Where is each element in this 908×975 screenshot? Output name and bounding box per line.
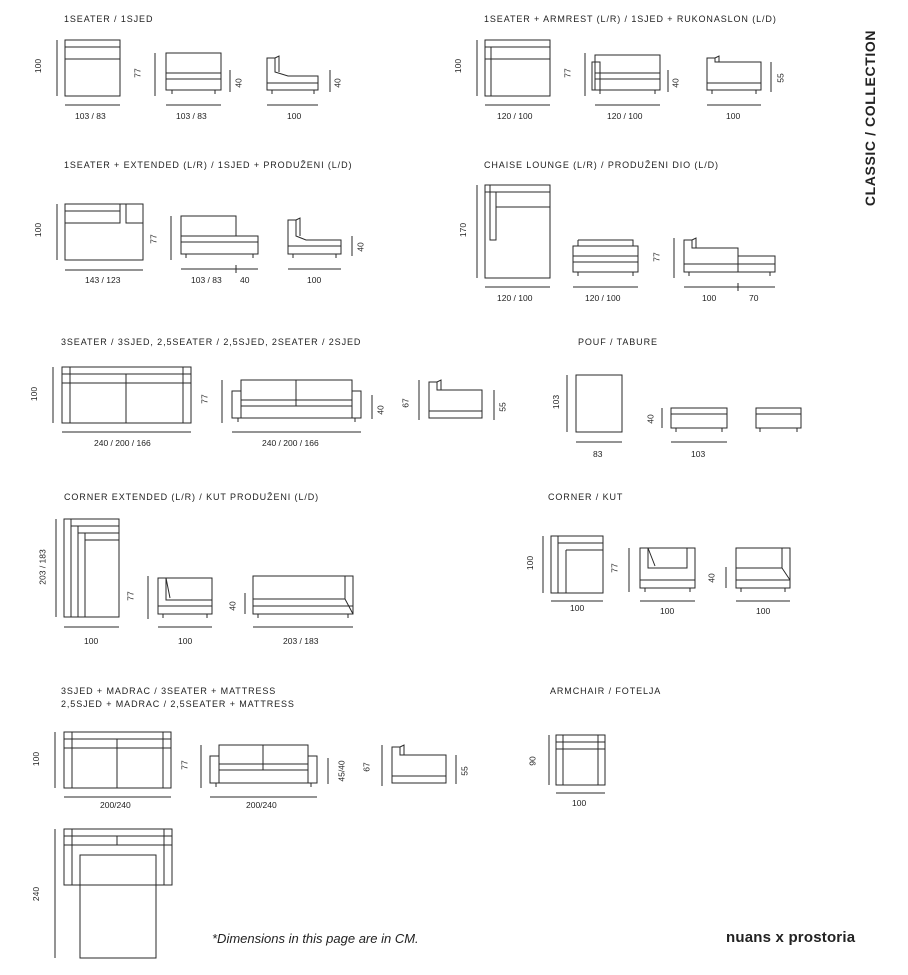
dim-label: 40 [332,78,343,88]
dim-label: 77 [132,68,143,78]
dim-label: 100 [702,293,717,303]
dim-label: 203 / 183 [37,549,48,585]
dim-label: 77 [179,760,190,770]
dim-label: 100 [307,275,322,285]
section-title-corner: CORNER / KUT [548,492,624,502]
dim-label: 120 / 100 [607,111,643,121]
section-title-chaise-lounge: CHAISE LOUNGE (L/R) / PRODUŽENI DIO (L/D… [484,160,719,170]
dim-label: 77 [609,563,620,573]
dim-label: 67 [400,398,411,408]
s6-drawings [566,374,802,443]
dim-label: 240 / 200 / 166 [262,438,319,448]
dim-label: 103 / 83 [191,275,222,285]
dim-label: 103 / 83 [75,111,106,121]
section-title-25seater-mattress: 2,5SJED + MADRAC / 2,5SEATER + MATTRESS [61,699,295,709]
dim-label: 55 [775,73,786,83]
s1-drawings [56,39,331,106]
section-title-1seater-extended: 1SEATER + EXTENDED (L/R) / 1SJED + PRODU… [64,160,353,170]
dim-label: 40 [670,78,681,88]
section-title-1seater: 1SEATER / 1SJED [64,14,154,24]
dim-label: 77 [562,68,573,78]
dimensions-note: *Dimensions in this page are in CM. [212,931,419,946]
dim-label: 203 / 183 [283,636,319,646]
dim-label: 120 / 100 [497,111,533,121]
dim-label: 100 [525,555,536,571]
dim-label: 100 [84,636,99,646]
section-title-1seater-armrest: 1SEATER + ARMREST (L/R) / 1SJED + RUKONA… [484,14,777,24]
dim-label: 200/240 [246,800,277,810]
dim-label: 103 [691,449,706,459]
dim-label: 200/240 [100,800,131,810]
dim-label: 100 [287,111,302,121]
dim-label: 240 [31,886,42,902]
s4-drawings [476,184,776,291]
dim-label: 100 [31,751,42,767]
section-title-3seater: 3SEATER / 3SJED, 2,5SEATER / 2,5SJED, 2S… [61,337,362,347]
dim-label: 120 / 100 [585,293,621,303]
s5-drawings [52,366,495,433]
dim-label: 77 [651,252,662,262]
brand-logo-text: nuans x prostoria [726,929,856,946]
dim-label: 100 [726,111,741,121]
dim-label: 70 [749,293,759,303]
section-title-pouf: POUF / TABURE [578,337,658,347]
s9-drawings [54,731,457,959]
dim-label: 120 / 100 [497,293,533,303]
dim-label: 40 [233,78,244,88]
dim-label: 100 [572,798,587,808]
dim-label: 77 [148,234,159,244]
dim-label: 77 [125,591,136,601]
dim-label: 40 [706,573,717,583]
dim-label: 83 [593,449,603,459]
dim-label: 40 [240,275,250,285]
dim-label: 40 [375,405,386,415]
dim-label: 90 [527,756,538,766]
dim-label: 77 [199,394,210,404]
dim-label: 103 / 83 [176,111,207,121]
dim-label: 143 / 123 [85,275,121,285]
dim-label: 100 [33,222,44,238]
dim-label: 40 [227,601,238,611]
section-title-armchair: ARMCHAIR / FOTELJA [550,686,662,696]
s2-drawings [476,39,772,106]
s8-drawings [542,535,791,602]
section-title-corner-extended: CORNER EXTENDED (L/R) / KUT PRODUŽENI (L… [64,492,320,502]
dim-label: 240 / 200 / 166 [94,438,151,448]
dim-label: 55 [497,402,508,412]
dim-label: 103 [551,394,562,410]
dim-label: 170 [458,222,469,238]
dim-label: 100 [29,386,40,402]
dim-label: 100 [756,606,771,616]
section-title-3seater-mattress: 3SJED + MADRAC / 3SEATER + MATTRESS [61,686,277,696]
dim-label: 55 [459,766,470,776]
s7-drawings [55,518,354,628]
s10-drawings [548,734,606,794]
s3-drawings [56,203,353,273]
dim-label: 45/40 [336,760,347,782]
dim-label: 67 [361,762,372,772]
dim-label: 40 [645,414,656,424]
dim-label: 100 [570,603,585,613]
dim-label: 100 [178,636,193,646]
dim-label: 100 [453,58,464,74]
dim-label: 100 [660,606,675,616]
dim-label: 100 [33,58,44,74]
dim-label: 40 [355,242,366,252]
collection-side-title: CLASSIC / COLLECTION [862,29,878,207]
